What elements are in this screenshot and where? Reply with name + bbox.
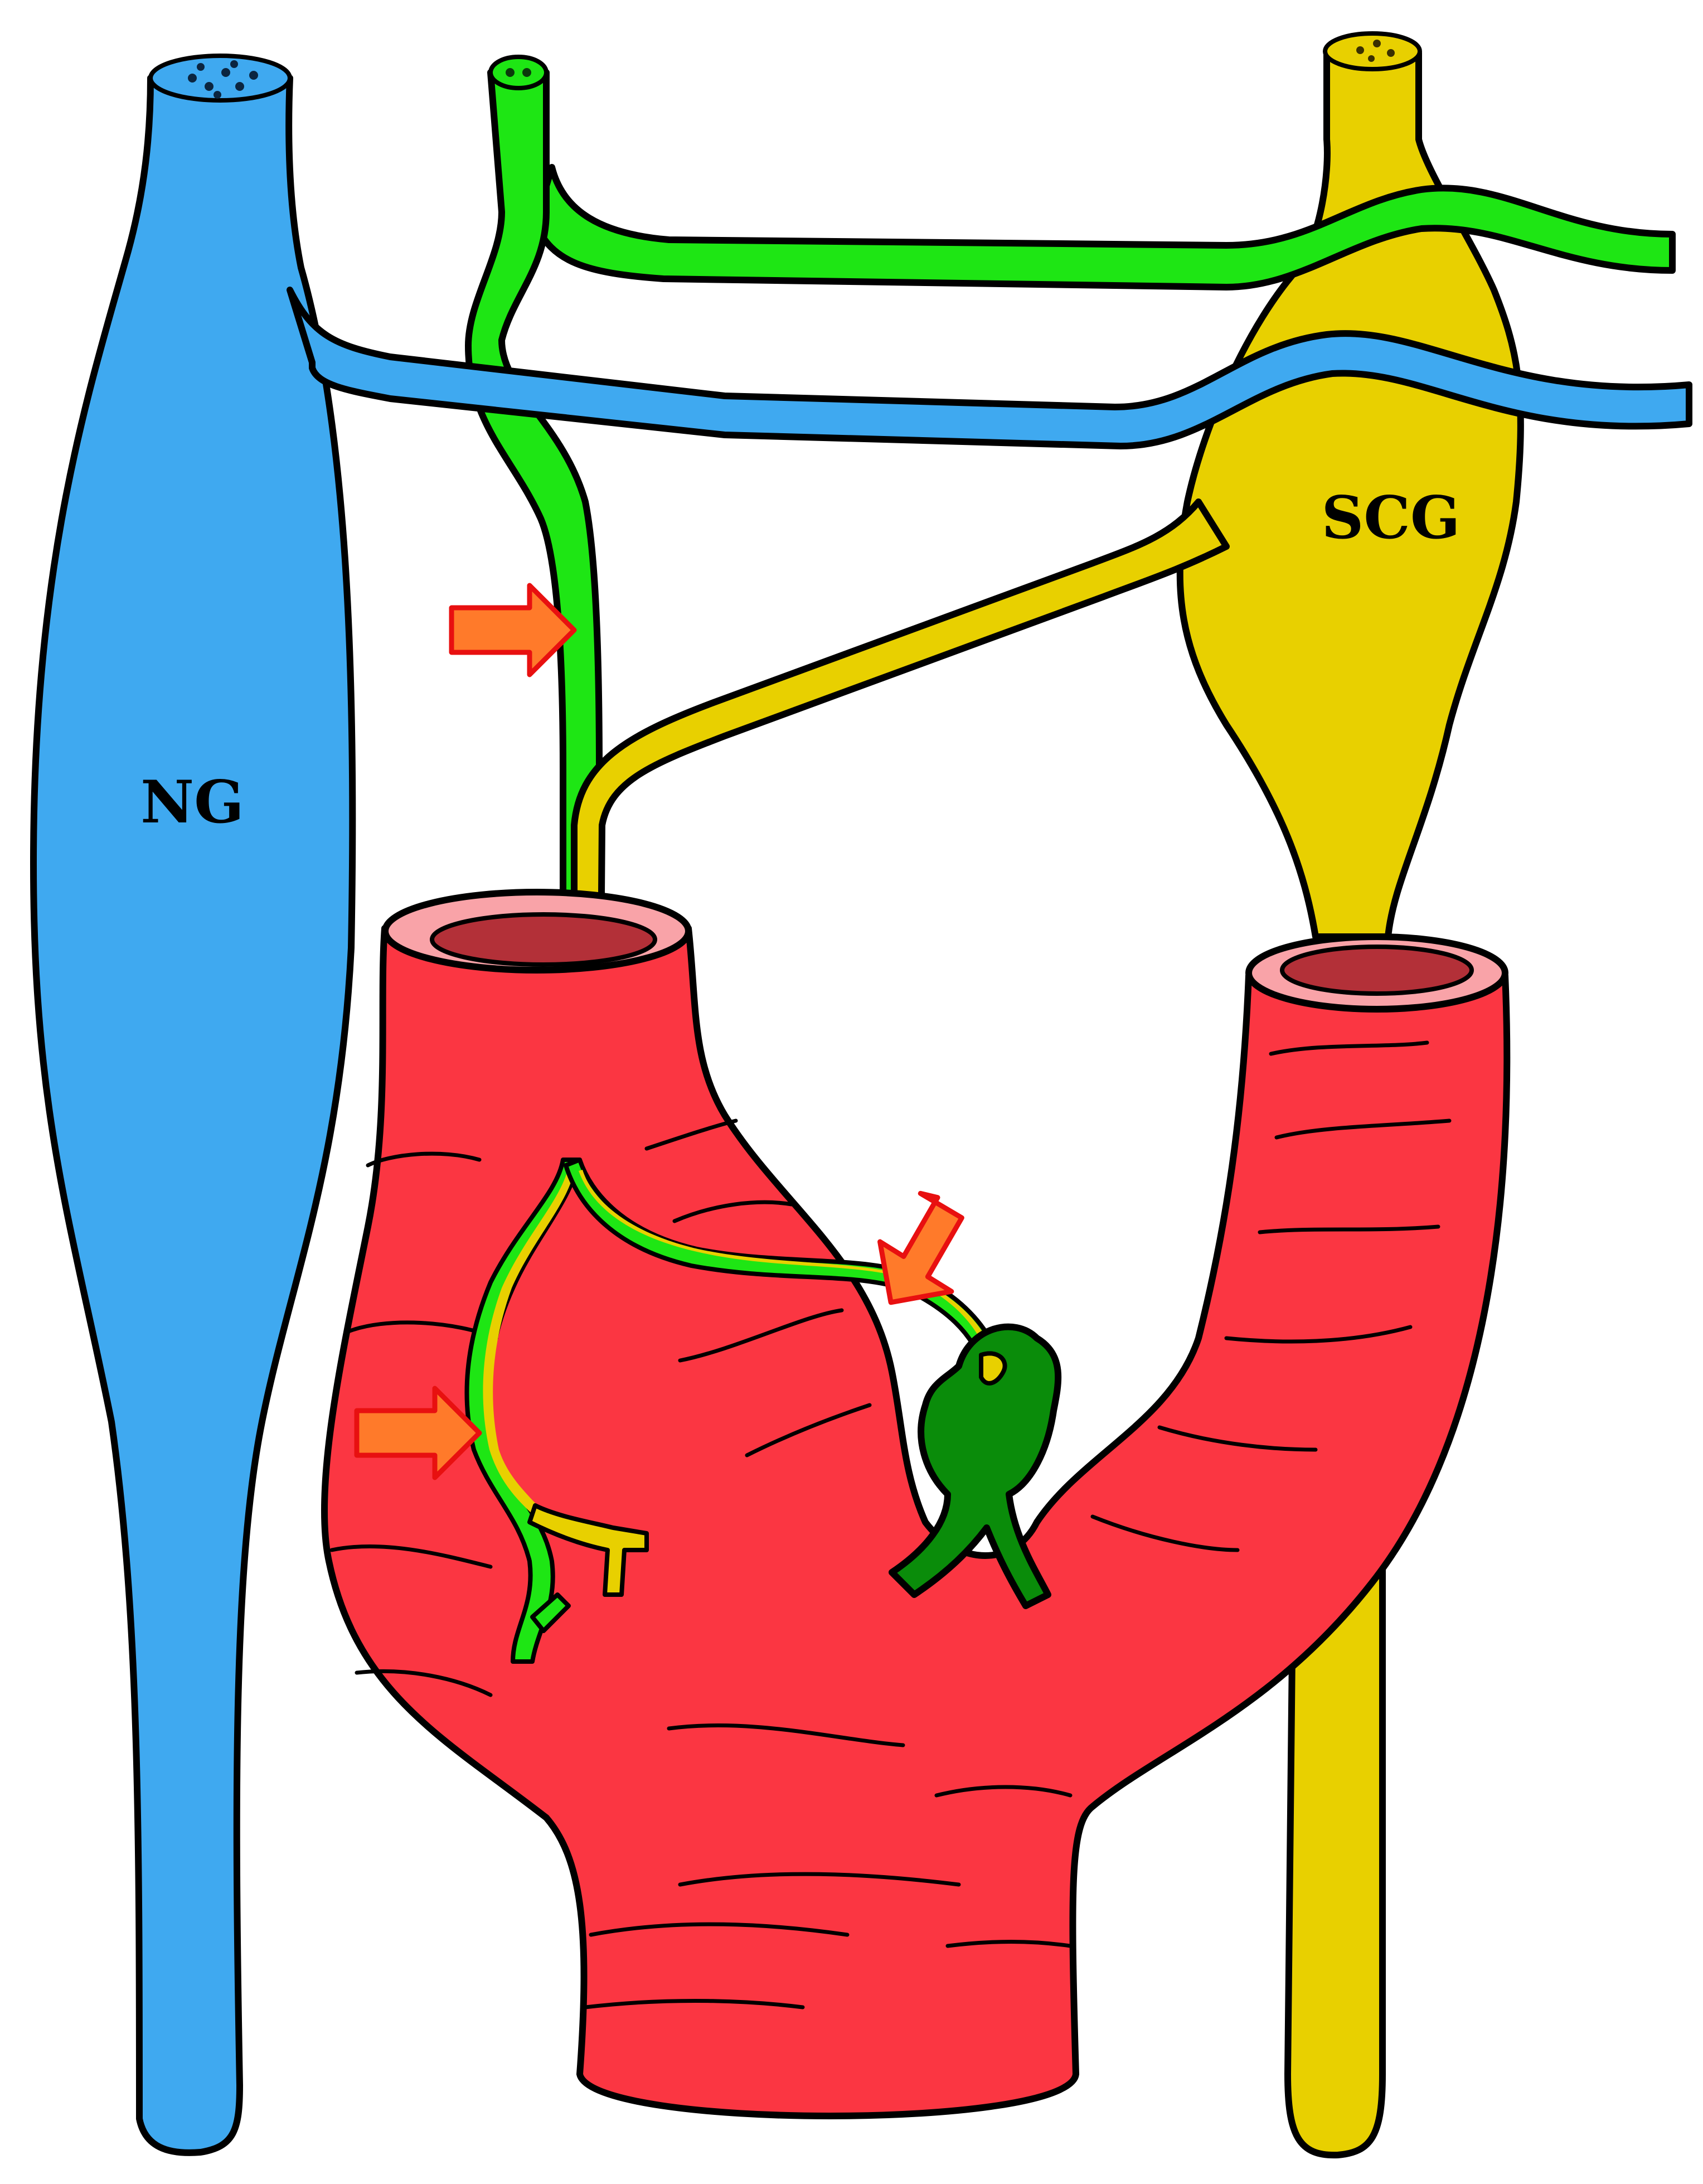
- blue-vagal-branch: [287, 287, 1692, 449]
- green-fiber-dot: [522, 68, 531, 77]
- sympathetic-branch: [571, 498, 1230, 1174]
- scg-label: SCG: [1321, 483, 1460, 552]
- internal-carotid-lumen: [430, 912, 657, 967]
- green-nerve-cut-surface: [488, 55, 549, 90]
- scg-fiber-dots: [1356, 40, 1395, 62]
- carotid-artery: [321, 889, 1511, 2119]
- artery-folds: [329, 1040, 1452, 2009]
- arrow-carotid-sinus-branch: [354, 1386, 482, 1480]
- ng-cut-surface: [148, 54, 292, 103]
- green-fiber-dot: [506, 68, 515, 77]
- ng-fiber-dots: [188, 60, 258, 99]
- nodose-ganglion: [30, 54, 356, 2156]
- arrow-carotid-body-branch: [877, 1190, 964, 1305]
- scg-cut-surface: [1323, 31, 1422, 71]
- arrow-green-nerve-upper: [449, 583, 577, 677]
- superior-cervical-ganglion: [1176, 31, 1524, 2159]
- ng-label: NG: [140, 767, 244, 836]
- external-carotid-lumen: [1280, 945, 1474, 996]
- carotid-body: [889, 1323, 1062, 1609]
